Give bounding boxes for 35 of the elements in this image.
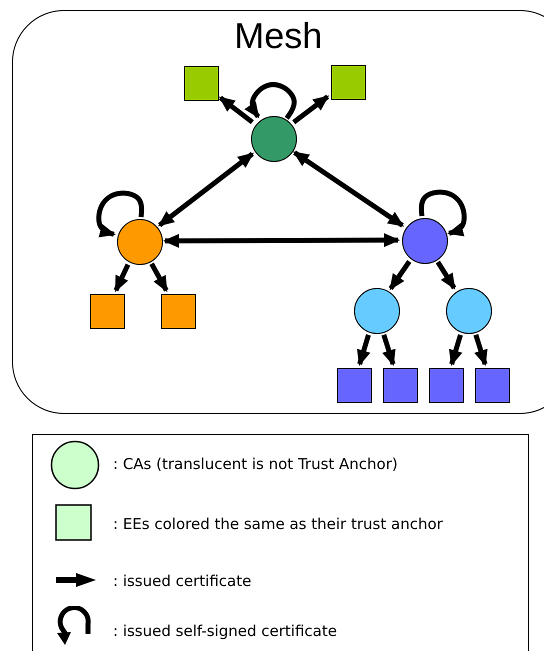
legend-text: : CAs (translucent is not Trust Anchor) [113, 455, 398, 473]
arrow [388, 260, 412, 290]
arrow [149, 262, 169, 292]
legend-text: : issued certificate [113, 572, 252, 590]
panel-title: Mesh [234, 15, 322, 57]
legend-text: : issued self-signed certificate [113, 622, 337, 640]
ca-circle [354, 288, 400, 334]
arrow [449, 334, 463, 366]
rounded-panel [12, 10, 544, 414]
ca-circle [117, 219, 163, 265]
legend-text: : EEs colored the same as their trust anchor [113, 515, 443, 533]
ee-square [161, 294, 196, 329]
ee-square [90, 294, 125, 329]
ee-square [475, 368, 510, 403]
self-loop-arrow [244, 82, 297, 120]
arrow [473, 334, 488, 366]
ee-square [383, 368, 418, 403]
arrow [218, 96, 254, 124]
ee-square [337, 368, 372, 403]
arrow [158, 152, 254, 228]
self-loop-arrow [418, 190, 467, 236]
ee-square [184, 66, 219, 101]
arrow [292, 94, 330, 124]
arrow [357, 334, 371, 366]
arrow [381, 334, 396, 366]
arrow [292, 150, 404, 228]
ca-circle [402, 218, 448, 264]
arrow [114, 264, 130, 292]
ca-circle [251, 116, 297, 162]
ee-square [429, 368, 464, 403]
arrow [436, 260, 456, 290]
self-loop-arrow [96, 190, 144, 238]
ca-circle [446, 288, 492, 334]
ee-square [331, 65, 366, 100]
arrow [163, 233, 400, 248]
